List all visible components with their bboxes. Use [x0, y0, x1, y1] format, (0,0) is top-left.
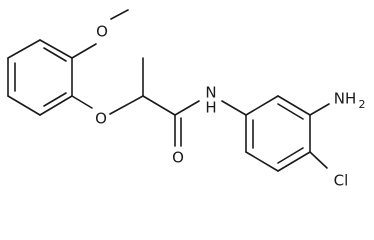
structural-formula: O O O N H NH 2 Cl [7, 9, 366, 190]
chlorine-label: Cl [334, 172, 349, 190]
ether-oxygen-label: O [95, 110, 107, 128]
ring-b-double-1 [277, 103, 304, 120]
ring-a-double-2 [43, 92, 67, 107]
ring-to-chlorine-bond [309, 151, 328, 169]
chloro-group: Cl [309, 151, 349, 190]
methoxyphenyl-ring [7, 39, 73, 116]
ether-o-to-ch-bond [109, 95, 144, 115]
ring-a-bond-3 [39, 95, 73, 116]
ch-to-carbonyl-bond [142, 95, 176, 116]
amide-hydrogen-label: H [205, 99, 216, 117]
ring-b-bond-5 [245, 151, 279, 172]
amino-group-label: NH [334, 90, 357, 108]
ring-b-bond-1 [245, 95, 279, 116]
ring-b-bond-2 [277, 95, 311, 116]
ring-b-double-2 [277, 147, 304, 164]
amino-subscript-label: 2 [359, 98, 366, 111]
ring-to-ether-o-bond [71, 95, 93, 109]
ring-a-bond-1 [39, 39, 73, 59]
nh-to-ring-bond [221, 100, 247, 116]
aminochlorophenyl-ring [245, 95, 311, 172]
ring-to-amino-bond [309, 103, 330, 116]
ring-b-bond-4 [277, 151, 311, 172]
ring-a-double-1 [43, 47, 67, 62]
propanamide-backbone: O N H [142, 57, 247, 167]
methoxy-group: O [71, 9, 129, 59]
ring-a-bond-6 [7, 39, 41, 59]
amino-group: NH 2 [309, 90, 366, 116]
carbonyl-oxygen-label: O [172, 149, 184, 167]
carbonyl-to-nh-bond [174, 100, 200, 116]
ring-to-methoxy-o-bond [71, 43, 97, 59]
ring-a-bond-4 [7, 95, 41, 116]
ether-linkage: O [71, 95, 144, 128]
methoxy-oxygen-label: O [96, 23, 108, 41]
methoxy-o-to-methyl-bond [110, 9, 129, 20]
amide-nitrogen-label: N [205, 84, 216, 102]
